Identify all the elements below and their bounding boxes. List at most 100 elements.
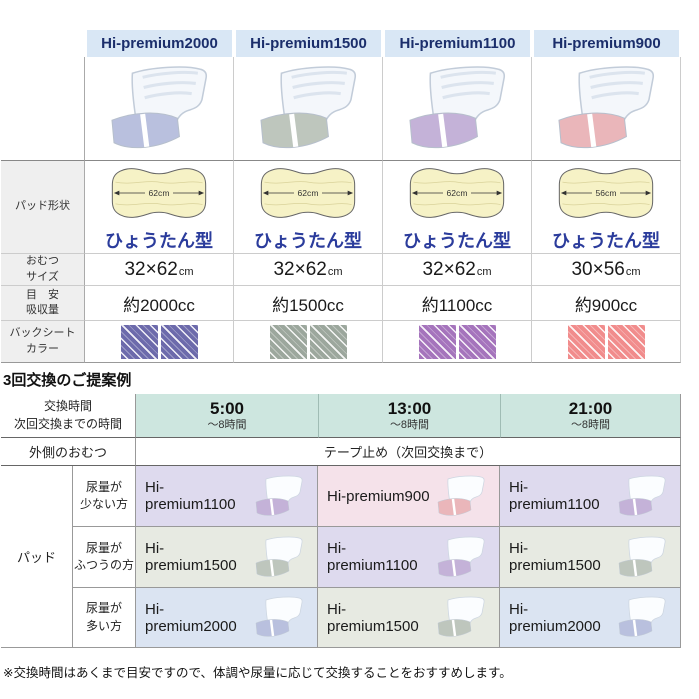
time-header-label: 交換時間 次回交換までの時間 (1, 394, 136, 438)
shape-name: ひょうたん型 (403, 231, 511, 251)
backsheet-color-swatch (160, 324, 198, 359)
product-image-cell (532, 57, 681, 161)
schedule-pad-cell: Hi-premium1500 (136, 527, 318, 588)
time-value: 13:00 (387, 399, 432, 418)
product-column-header: Hi-premium2000 (87, 30, 232, 57)
urine-level-line: 少ない方 (79, 497, 128, 511)
pad-product-name: Hi-premium2000 (509, 600, 601, 635)
time-duration: ～8時間 (570, 419, 611, 432)
time-value: 21:00 (568, 399, 613, 418)
pad-shape-gourd-icon: 56cm (558, 168, 654, 218)
pad-width-label: 56cm (596, 188, 617, 198)
pad-shape-cell: 62cm ひょうたん型 (383, 161, 532, 254)
pad-product-name: Hi-premium1500 (509, 540, 601, 574)
mini-diaper-icon (618, 536, 666, 577)
product-column-header: Hi-premium1500 (236, 30, 381, 57)
absorbency-value: 約1100cc (421, 295, 493, 315)
row-label-text: バックシート (9, 327, 76, 340)
mini-diaper-icon (437, 475, 485, 516)
outer-diaper-value: テープ止め（次回交換まで） (136, 438, 681, 466)
size-value: 30×56 (571, 259, 625, 280)
mini-diaper-icon (618, 475, 666, 516)
shape-name: ひょうたん型 (552, 231, 660, 251)
product-image-cell (85, 57, 234, 161)
row-label-text: 目 安 (26, 288, 59, 301)
row-label-size: おむつ サイズ (1, 254, 85, 286)
time-slot: 13:00 ～8時間 (318, 394, 500, 438)
absorbency-cell: 約1100cc (383, 286, 532, 321)
pad-shape-gourd-icon: 62cm (409, 168, 505, 218)
diaper-product-image (111, 65, 208, 148)
urine-level-line: 多い方 (85, 618, 122, 633)
product-image-cell (383, 57, 532, 161)
time-slot: 5:00 ～8時間 (136, 394, 318, 438)
pad-shape-cell: 56cm ひょうたん型 (532, 161, 681, 254)
backsheet-color-swatch (418, 324, 456, 359)
product-column-header: Hi-premium900 (534, 30, 679, 57)
size-value: 32×62 (124, 259, 178, 280)
diaper-product-image (558, 65, 655, 148)
mini-diaper-icon (255, 536, 303, 577)
mini-diaper-icon (437, 536, 485, 577)
pad-product-name: Hi-premium1100 (509, 479, 600, 513)
pad-product-name: Hi-premium1100 (327, 540, 418, 574)
product-column-header: Hi-premium1100 (385, 30, 530, 57)
mini-diaper-icon (618, 596, 666, 637)
mini-diaper-icon (255, 596, 303, 637)
row-label-text: パッド形状 (15, 200, 70, 213)
pad-product-name: Hi-premium1500 (327, 600, 419, 635)
product-image-cell (234, 57, 383, 161)
pad-shape-gourd-icon: 62cm (260, 168, 356, 218)
urine-level-label-low: 尿量が 少ない方 (73, 466, 136, 527)
absorbency-cell: 約2000cc (85, 286, 234, 321)
product-comparison-table: Hi-premium2000 Hi-premium1500 Hi-premium… (1, 30, 681, 363)
schedule-pad-cell: Hi-premium1100 (136, 466, 318, 527)
backsheet-color-swatch (458, 324, 496, 359)
mini-diaper-icon (437, 596, 485, 637)
backsheet-color-swatch (269, 324, 307, 359)
absorbency-value: 約2000cc (123, 295, 195, 315)
row-label-pad-shape: パッド形状 (1, 161, 85, 254)
urine-level-line: ふつうの方 (73, 558, 134, 572)
absorbency-value: 約900cc (574, 295, 638, 315)
row-label-text: おむつ (26, 255, 59, 268)
pad-shape-gourd-icon: 62cm (111, 168, 207, 218)
row-label-backsheet-color: バックシート カラー (1, 321, 85, 363)
absorbency-cell: 約900cc (532, 286, 681, 321)
schedule-pad-cell: Hi-premium900 (318, 466, 500, 527)
pad-product-name: Hi-premium1500 (145, 540, 237, 574)
urine-level-label-normal: 尿量が ふつうの方 (73, 527, 136, 588)
pad-width-label: 62cm (149, 188, 170, 198)
urine-level-line: 尿量が (85, 540, 122, 555)
time-header-line: 次回交換までの時間 (13, 416, 122, 431)
mini-diaper-icon (255, 475, 303, 516)
schedule-pad-cell: Hi-premium2000 (500, 588, 681, 648)
shape-name: ひょうたん型 (254, 231, 362, 251)
time-slot: 21:00 ～8時間 (500, 394, 681, 438)
backsheet-color-cell (532, 321, 681, 363)
outer-diaper-label: 外側のおむつ (1, 438, 136, 466)
backsheet-color-swatch (309, 324, 347, 359)
urine-level-label-high: 尿量が 多い方 (73, 588, 136, 648)
schedule-pad-cell: Hi-premium1100 (318, 527, 500, 588)
time-duration: ～8時間 (207, 419, 247, 432)
shape-name: ひょうたん型 (105, 231, 213, 251)
row-label-text: 吸収量 (26, 304, 59, 316)
row-label-absorbency: 目 安 吸収量 (1, 286, 85, 321)
size-unit: cm (327, 266, 343, 278)
section-title: 3回交換のご提案例 (3, 372, 132, 389)
row-label-text: カラー (26, 342, 59, 355)
size-value: 32×62 (273, 259, 327, 280)
absorbency-value: 約1500cc (272, 295, 344, 315)
urine-level-line: 尿量が (85, 601, 122, 616)
pad-product-name: Hi-premium1100 (145, 479, 236, 513)
footnote: ※交換時間はあくまで目安ですので、体調や尿量に応じて交換することをおすすめします… (3, 666, 512, 680)
diaper-product-image (260, 65, 357, 148)
change-schedule-table: 交換時間 次回交換までの時間 5:00 ～8時間 13:00 ～8時間 21:0… (1, 394, 681, 648)
pad-shape-cell: 62cm ひょうたん型 (85, 161, 234, 254)
pad-width-label: 62cm (447, 188, 468, 198)
pad-product-name: Hi-premium900 (327, 487, 430, 505)
image-row-spacer (1, 57, 85, 161)
